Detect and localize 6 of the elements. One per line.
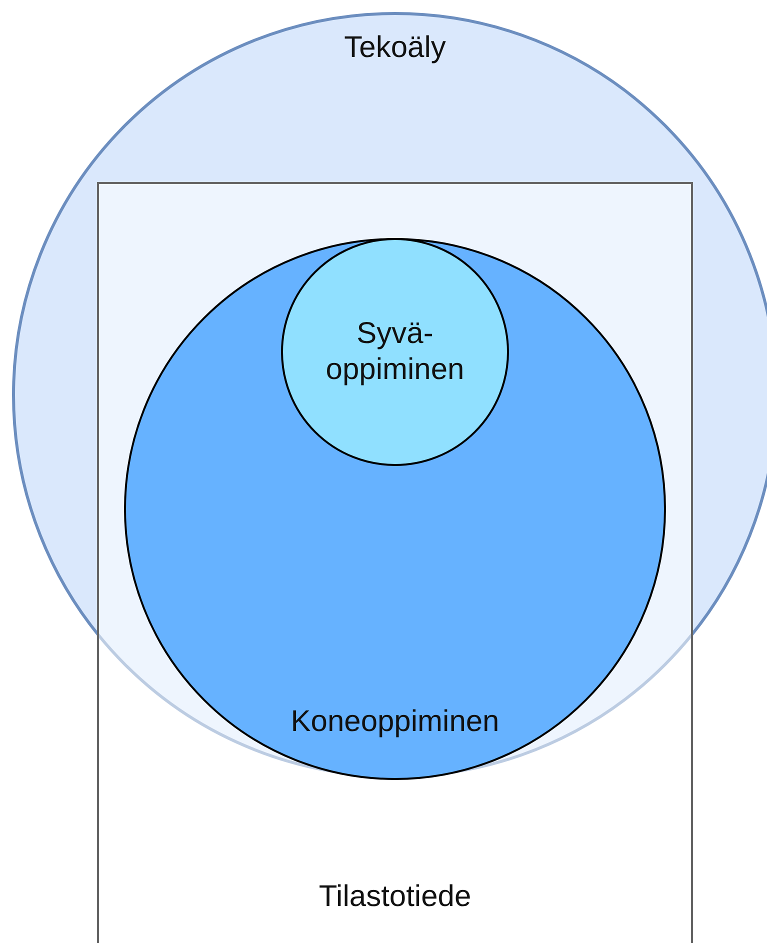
set-circle [281, 238, 509, 466]
set-label: Syvä- oppiminen [324, 316, 466, 388]
set-label: Tilastotiede [318, 879, 472, 915]
set-label: Tekoäly [343, 30, 447, 66]
set-label: Koneoppiminen [290, 704, 500, 740]
set-circle [124, 238, 666, 780]
